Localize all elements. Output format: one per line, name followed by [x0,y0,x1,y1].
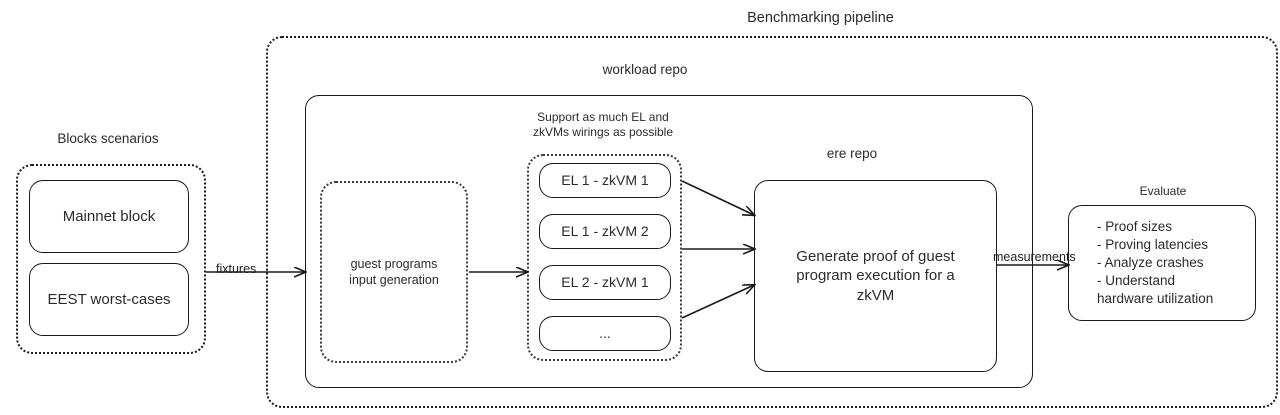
workload-repo-group [305,95,1033,388]
blocks-scenarios-label: Blocks scenarios [57,131,159,146]
ere-repo-label: ere repo [826,146,878,161]
evaluate-label: Evaluate [1139,184,1187,198]
wirings-caption: Support as much EL and zkVMs wirings as … [532,110,674,139]
blocks-scenarios-group [16,164,206,354]
block-scenario-mainnet-block[interactable]: Mainnet block [29,180,189,253]
wiring-item-ellipsis[interactable]: ... [539,316,671,351]
wirings-group [527,154,682,361]
edge-label-fixtures: fixtures [216,262,257,276]
block-scenario-eest-worst-cases[interactable]: EEST worst-cases [29,263,189,336]
guest-programs-input-generation-box[interactable]: guest programs input generation [320,181,468,363]
workload-repo-label: workload repo [602,62,688,77]
evaluate-box[interactable]: - Proof sizes - Proving latencies - Anal… [1068,205,1256,321]
diagram-title: Benchmarking pipeline [747,10,894,26]
ere-repo-box[interactable]: Generate proof of guest program executio… [754,180,997,372]
wiring-item-el1-zkvm1[interactable]: EL 1 - zkVM 1 [539,163,671,198]
edge-label-measurements: measurements [993,250,1076,264]
wiring-item-el1-zkvm2[interactable]: EL 1 - zkVM 2 [539,214,671,249]
wiring-item-el2-zkvm1[interactable]: EL 2 - zkVM 1 [539,265,671,300]
benchmarking-pipeline-boundary [266,36,1278,408]
